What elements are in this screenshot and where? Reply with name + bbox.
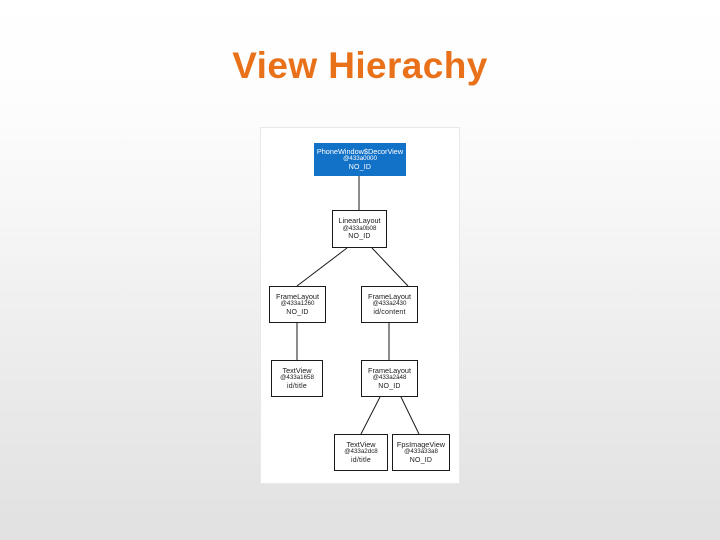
node-view-id: NO_ID	[378, 382, 401, 390]
node-address: @433a33a8	[404, 448, 438, 456]
node-address: @433a1260	[280, 300, 315, 308]
node-framelayout-left[interactable]: FrameLayout @433a1260 NO_ID	[269, 286, 326, 323]
node-address: @433a2a48	[372, 374, 407, 382]
node-class-name: FrameLayout	[368, 291, 411, 301]
node-address: @433a2dc8	[344, 448, 378, 456]
node-fpsimageview[interactable]: FpsImageView @433a33a8 NO_ID	[392, 434, 450, 471]
node-view-id: NO_ID	[348, 233, 371, 241]
node-view-id: id/title	[287, 382, 307, 390]
node-view-id: id/title	[351, 456, 371, 464]
node-view-id: id/content	[373, 308, 406, 316]
node-framelayout-right[interactable]: FrameLayout @433a2430 id/content	[361, 286, 418, 323]
node-class-name: TextView	[282, 365, 312, 375]
node-view-id: NO_ID	[409, 456, 433, 464]
node-textview-bottom[interactable]: TextView @433a2dc8 id/title	[334, 434, 388, 471]
node-framelayout-inner[interactable]: FrameLayout @433a2a48 NO_ID	[361, 360, 418, 397]
node-address: @433a2430	[372, 300, 407, 308]
node-class-name: FrameLayout	[276, 291, 319, 301]
node-textview-title[interactable]: TextView @433a1658 id/title	[271, 360, 323, 397]
page-title: View Hierachy	[232, 45, 488, 86]
node-phonewindow-decorview[interactable]: PhoneWindow$DecorView @433a0000 NO_ID	[314, 143, 406, 176]
node-class-name: LinearLayout	[338, 216, 381, 226]
node-class-name: PhoneWindow$DecorView	[316, 146, 404, 156]
edge-linearlayout-to-framelayout-right	[371, 247, 409, 287]
edge-framelayout-inner-to-textview-bottom	[360, 396, 381, 435]
diagram-canvas: PhoneWindow$DecorView @433a0000 NO_ID Li…	[261, 128, 459, 483]
node-view-id: NO_ID	[286, 308, 309, 316]
node-address: @433a1658	[280, 374, 314, 382]
view-hierarchy-diagram-image: PhoneWindow$DecorView @433a0000 NO_ID Li…	[260, 127, 460, 484]
edge-framelayout-inner-to-fpsimageview	[400, 396, 420, 435]
node-class-name: FrameLayout	[368, 365, 411, 375]
edge-linearlayout-to-framelayout-left	[296, 247, 348, 287]
node-view-id: NO_ID	[348, 163, 372, 171]
node-address: @433a0b08	[342, 224, 377, 232]
node-class-name: FpsImageView	[396, 439, 446, 449]
node-class-name: TextView	[346, 439, 376, 449]
node-linearlayout[interactable]: LinearLayout @433a0b08 NO_ID	[332, 210, 387, 248]
node-address: @433a0000	[343, 155, 377, 163]
